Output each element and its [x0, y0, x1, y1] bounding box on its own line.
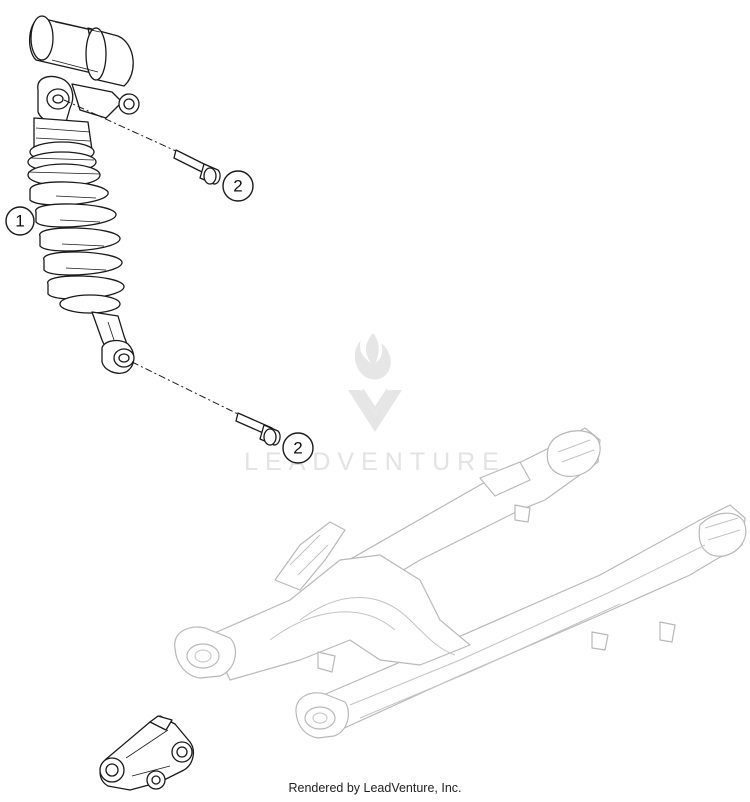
swingarm — [174, 427, 747, 739]
svg-text:2: 2 — [293, 439, 302, 458]
footer-credit: Rendered by LeadVenture, Inc. — [288, 781, 462, 795]
callout-1: 1 — [5, 206, 35, 236]
watermark-logo: LEADVENTURE — [244, 333, 499, 476]
svg-text:2: 2 — [233, 177, 242, 196]
linkage-lever — [99, 715, 195, 791]
lower-screw — [131, 361, 281, 446]
shock-absorber — [27, 15, 140, 374]
svg-text:1: 1 — [15, 212, 24, 231]
upper-screw — [63, 99, 221, 185]
callout-2-lower: 2 — [282, 432, 314, 464]
callout-2-upper: 2 — [222, 170, 254, 202]
